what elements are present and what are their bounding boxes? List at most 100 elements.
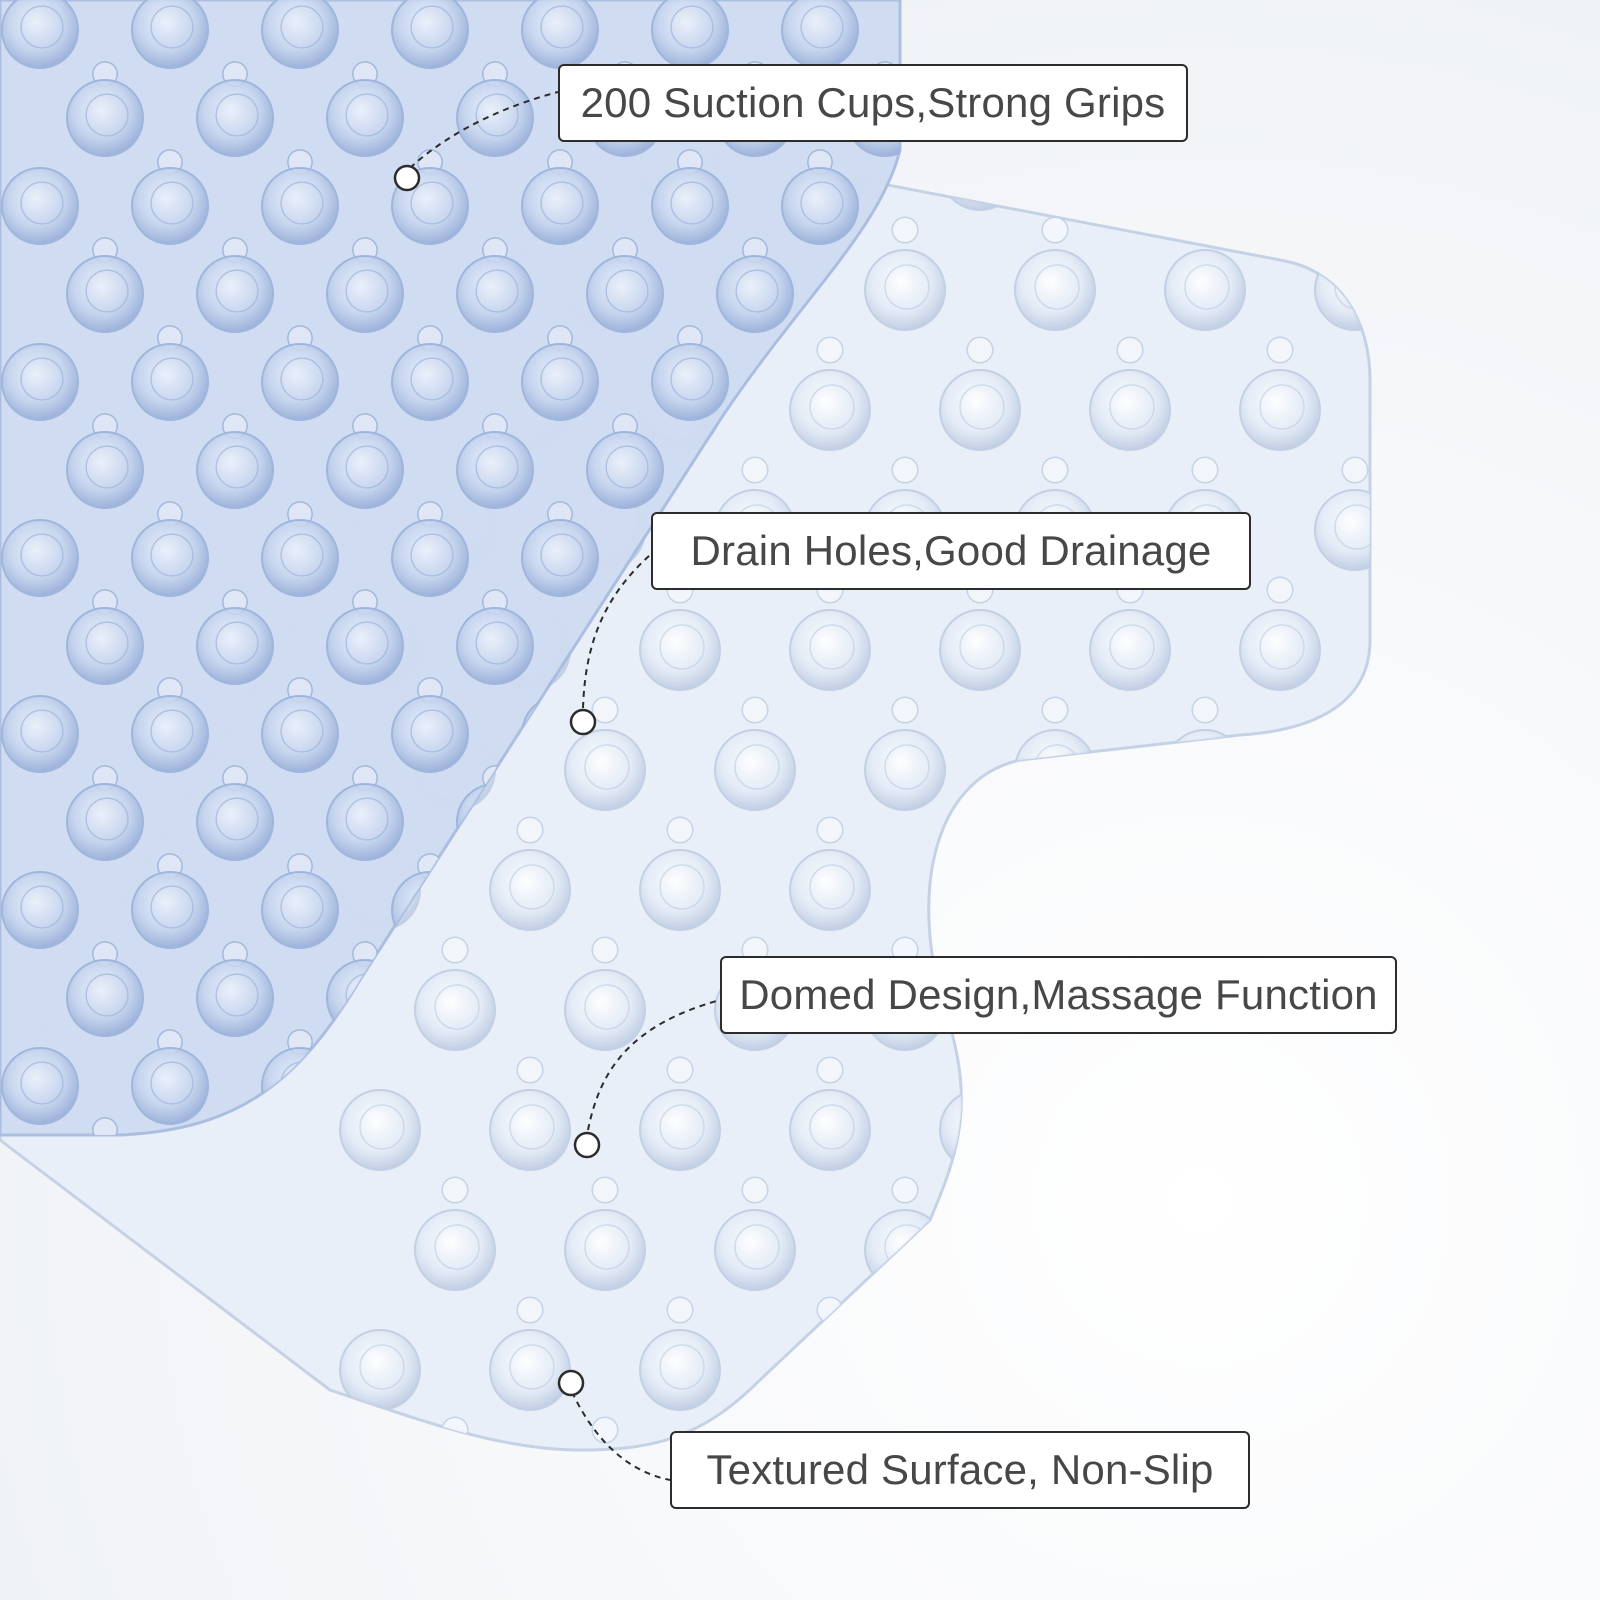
suction-cup (1, 0, 79, 69)
callout-drain-holes: Drain Holes,Good Drainage (651, 512, 1251, 590)
suction-cup (489, 849, 571, 931)
drain-hole (516, 816, 544, 844)
suction-cup (66, 607, 144, 685)
marker-domed (573, 1131, 601, 1159)
suction-cup (651, 167, 729, 245)
suction-cup (131, 1047, 209, 1125)
suction-cup (261, 871, 339, 949)
suction-cup (714, 1209, 796, 1291)
suction-cup (586, 255, 664, 333)
drain-hole (441, 1176, 469, 1204)
suction-cup (66, 255, 144, 333)
suction-cup (864, 729, 946, 811)
suction-cup (1239, 369, 1321, 451)
suction-cup (326, 607, 404, 685)
callout-suction-cups: 200 Suction Cups,Strong Grips (558, 64, 1188, 142)
suction-cup (66, 79, 144, 157)
suction-cup (66, 783, 144, 861)
suction-cup (196, 607, 274, 685)
suction-cup (781, 0, 859, 69)
drain-hole (741, 696, 769, 724)
suction-cup (261, 343, 339, 421)
suction-cup (716, 255, 794, 333)
suction-cup (326, 783, 404, 861)
drain-hole (891, 1176, 919, 1204)
suction-cup (1, 343, 79, 421)
suction-cup (939, 609, 1021, 691)
suction-cup (864, 249, 946, 331)
suction-cup (489, 1329, 571, 1411)
suction-cup (639, 609, 721, 691)
drain-hole (441, 936, 469, 964)
suction-cup (261, 167, 339, 245)
suction-cup (261, 519, 339, 597)
suction-cup (489, 1089, 571, 1171)
callout-domed-design: Domed Design,Massage Function (720, 956, 1397, 1034)
suction-cup (66, 431, 144, 509)
suction-cup (564, 1209, 646, 1291)
drain-hole (1041, 216, 1069, 244)
suction-cup (326, 255, 404, 333)
suction-cup (456, 79, 534, 157)
suction-cup (1014, 249, 1096, 331)
suction-cup (414, 969, 496, 1051)
drain-hole (666, 816, 694, 844)
suction-cup (339, 1089, 421, 1171)
suction-cup (261, 0, 339, 69)
suction-cup (521, 167, 599, 245)
suction-cup (196, 431, 274, 509)
suction-cup (1, 167, 79, 245)
suction-cup (939, 369, 1021, 451)
suction-cup (326, 79, 404, 157)
suction-cup (391, 519, 469, 597)
connector-textured (571, 1391, 671, 1481)
marker-suction (393, 164, 421, 192)
drain-hole (1116, 336, 1144, 364)
drain-hole (966, 336, 994, 364)
suction-cup (789, 609, 871, 691)
suction-cup (131, 871, 209, 949)
drain-hole (516, 1056, 544, 1084)
drain-hole (516, 1296, 544, 1324)
connector-domed (587, 999, 721, 1131)
suction-cup (1089, 369, 1171, 451)
suction-cup (261, 695, 339, 773)
suction-cup (391, 0, 469, 69)
suction-cup (1314, 489, 1370, 571)
drain-hole (666, 1056, 694, 1084)
drain-hole (1266, 336, 1294, 364)
suction-cup (196, 255, 274, 333)
suction-cup (326, 431, 404, 509)
drain-hole (1266, 576, 1294, 604)
suction-cup (391, 695, 469, 773)
suction-cup (456, 431, 534, 509)
drain-hole (1041, 456, 1069, 484)
suction-cup (1, 1047, 79, 1125)
drain-hole (591, 936, 619, 964)
suction-cup (789, 1089, 871, 1171)
callout-connectors (409, 91, 721, 1481)
drain-hole (1191, 456, 1219, 484)
drain-hole (1041, 696, 1069, 724)
suction-cup (651, 0, 729, 69)
callout-textured-surface: Textured Surface, Non-Slip (670, 1431, 1250, 1509)
suction-cup (1, 519, 79, 597)
suction-cup (1089, 609, 1171, 691)
suction-cup (414, 1209, 496, 1291)
drain-hole (816, 1056, 844, 1084)
callout-markers (393, 164, 601, 1397)
drain-hole (741, 1176, 769, 1204)
suction-cup (131, 0, 209, 69)
suction-cup (789, 849, 871, 931)
suction-cup (521, 519, 599, 597)
marker-drain (569, 708, 597, 736)
drain-hole (1191, 696, 1219, 724)
suction-cup (456, 255, 534, 333)
drain-hole (891, 696, 919, 724)
drain-hole (591, 1176, 619, 1204)
drain-hole (666, 1296, 694, 1324)
suction-cup (564, 969, 646, 1051)
drain-hole (816, 336, 844, 364)
suction-cup (196, 959, 274, 1037)
drain-hole (92, 1117, 118, 1135)
